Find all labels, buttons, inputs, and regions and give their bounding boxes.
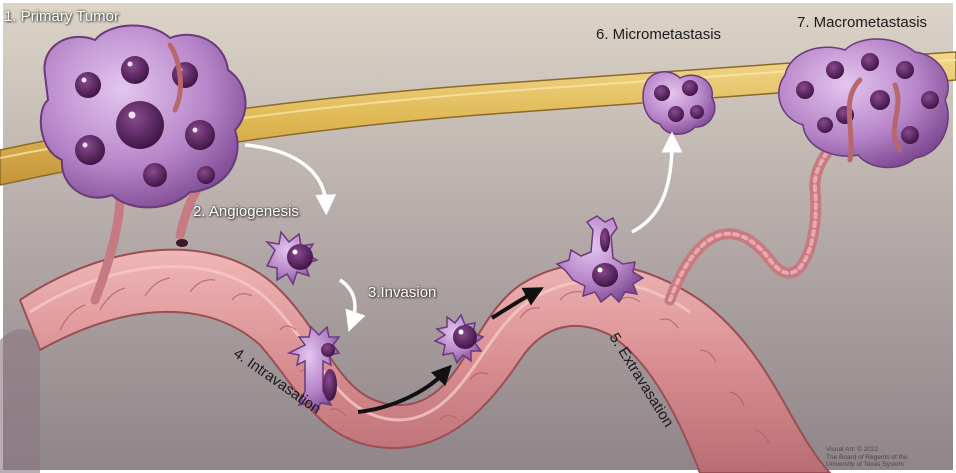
label-micrometastasis: 6. Micrometastasis [596, 26, 721, 43]
primary-tumor [41, 25, 246, 207]
label-macrometastasis: 7. Macrometastasis [797, 14, 927, 31]
credit-line: The Board of Regents of the [826, 454, 908, 462]
credit-line: University of Texas System [826, 461, 908, 469]
label-invasion: 3.Invasion [368, 284, 436, 301]
label-angiogenesis: 2. Angiogenesis [193, 203, 299, 220]
label-primary-tumor: 1. Primary Tumor [4, 8, 119, 25]
art-credit: Visual Art: © 2022 The Board of Regents … [826, 446, 908, 469]
credit-line: Visual Art: © 2022 [826, 446, 908, 454]
